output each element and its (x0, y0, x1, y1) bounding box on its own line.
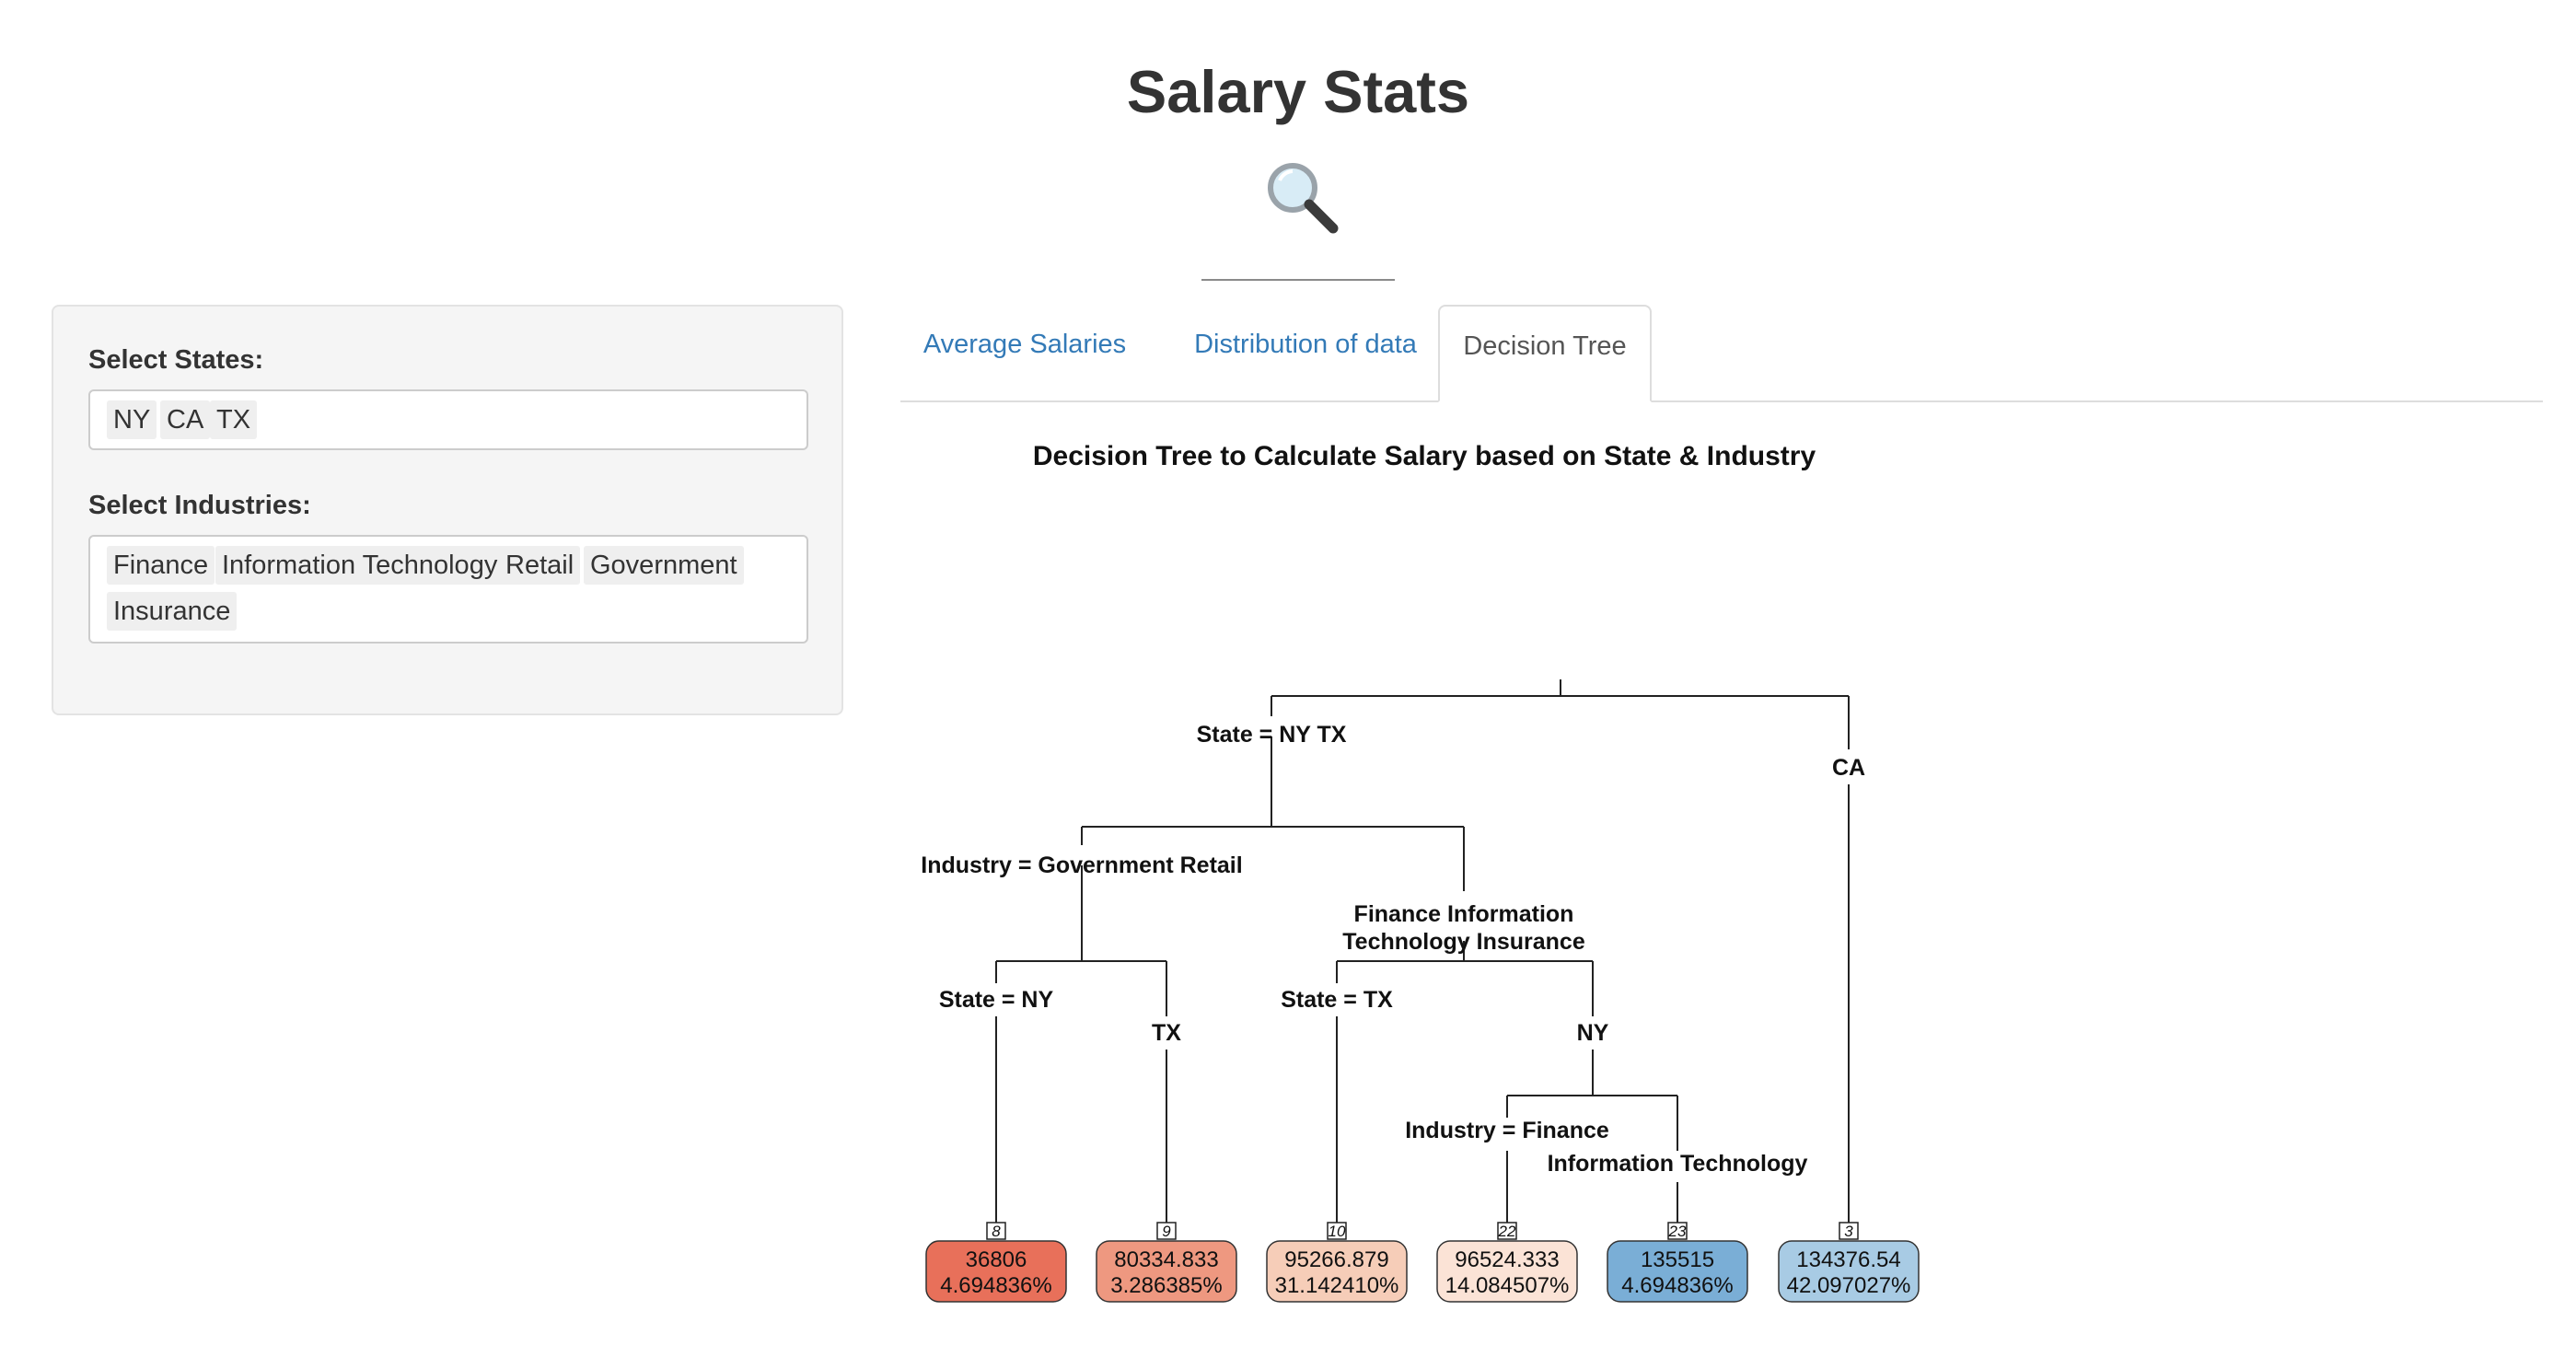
leaf-node-box (1096, 1240, 1237, 1303)
industry-chip[interactable]: Information Technology (215, 546, 505, 585)
tree-edges (995, 679, 1850, 1232)
tab-decision-tree[interactable]: Decision Tree (1438, 305, 1652, 402)
state-chip[interactable]: CA (160, 400, 211, 439)
app-title: Salary Stats (1126, 58, 1470, 125)
sidebar-panel: Select States: NY CA TX Select Industrie… (52, 305, 843, 715)
leaf-value: 135515 (1641, 1247, 1714, 1272)
industry-chip[interactable]: Finance (107, 546, 215, 585)
split-labels: State = NY TX CA Industry = Government R… (921, 722, 1865, 1177)
leaf-node-number-box (986, 1222, 1006, 1240)
split-label: TX (1152, 1020, 1181, 1046)
split-label: Finance Information (1354, 901, 1574, 927)
leaf-node-number: 9 (1162, 1223, 1171, 1240)
leaf-node-number-box (1839, 1222, 1859, 1240)
leaf-node-number: 3 (1844, 1223, 1853, 1240)
industries-label: Select Industries: (88, 491, 311, 520)
leaf-percent: 42.097027% (1787, 1273, 1911, 1298)
split-label: Industry = Government Retail (921, 852, 1242, 878)
split-label: State = TX (1281, 987, 1393, 1013)
leaf-value: 80334.833 (1114, 1247, 1218, 1272)
leaf-node-box (1266, 1240, 1408, 1303)
leaf-node-number-box (1327, 1222, 1347, 1240)
magnifying-glass-icon (1268, 163, 1339, 234)
leaf-percent: 31.142410% (1275, 1273, 1399, 1298)
split-label: Industry = Finance (1405, 1118, 1609, 1143)
leaf-value: 134376.54 (1796, 1247, 1900, 1272)
leaf-node-number: 23 (1668, 1223, 1687, 1240)
leaf-value: 95266.879 (1284, 1247, 1388, 1272)
leaf-node-box (925, 1240, 1067, 1303)
leaf-percent: 3.286385% (1110, 1273, 1222, 1298)
tab-average-salaries[interactable]: Average Salaries (922, 330, 1127, 359)
leaf-node-box (1778, 1240, 1920, 1303)
leaf-percent: 4.694836% (1621, 1273, 1733, 1298)
leaf-node-box (1607, 1240, 1748, 1303)
leaf-node-number: 22 (1498, 1223, 1516, 1240)
leaf-percent: 4.694836% (940, 1273, 1051, 1298)
states-select[interactable]: NY CA TX (88, 389, 808, 450)
leaf-node-number: 8 (992, 1223, 1001, 1240)
industry-chip[interactable]: Insurance (107, 592, 238, 631)
leaf-node-number-box (1497, 1222, 1517, 1240)
tab-bar: Average Salaries Distribution of data De… (900, 305, 2543, 402)
leaf-node-number: 10 (1329, 1223, 1346, 1240)
split-label: NY (1577, 1020, 1609, 1046)
leaf-value: 36806 (966, 1247, 1027, 1272)
title-divider (1201, 279, 1395, 281)
industry-chip[interactable]: Retail (499, 546, 581, 585)
state-chip[interactable]: NY (107, 400, 157, 439)
states-label: Select States: (88, 345, 264, 375)
split-label: State = NY (939, 987, 1054, 1013)
tree-title: Decision Tree to Calculate Salary based … (1033, 441, 1816, 471)
tab-distribution-of-data[interactable]: Distribution of data (1194, 330, 1417, 359)
leaf-nodes: 8368064.694836%980334.8333.286385%109526… (925, 1222, 1920, 1303)
leaf-percent: 14.084507% (1445, 1273, 1570, 1298)
state-chip[interactable]: TX (210, 400, 258, 439)
leaf-node-number-box (1667, 1222, 1688, 1240)
decision-tree-plot: Decision Tree to Calculate Salary based … (921, 441, 1920, 1303)
leaf-value: 96524.333 (1455, 1247, 1559, 1272)
split-label: CA (1832, 755, 1865, 781)
split-label: State = NY TX (1197, 722, 1347, 748)
leaf-node-number-box (1156, 1222, 1177, 1240)
industry-chip[interactable]: Government (584, 546, 744, 585)
split-label: Technology Insurance (1342, 929, 1585, 955)
industries-select[interactable]: Finance Information Technology Retail Go… (88, 535, 808, 644)
split-label: Information Technology (1548, 1151, 1808, 1177)
leaf-node-box (1436, 1240, 1578, 1303)
